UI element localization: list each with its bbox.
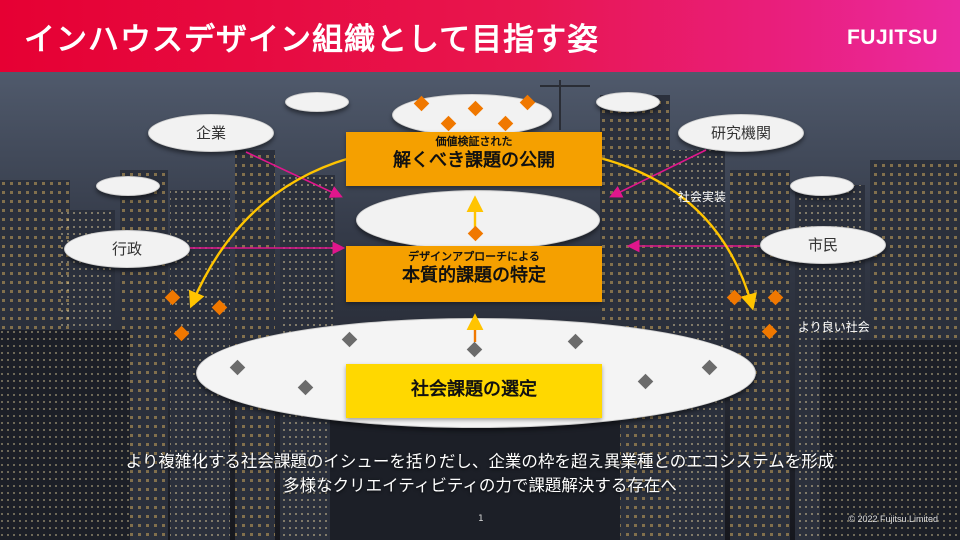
company-ellipse — [148, 114, 274, 152]
citizens-label: 市民 — [807, 236, 838, 254]
header-bar: インハウスデザイン組織として目指す姿 FUJITSU — [0, 0, 960, 72]
blank-ellipse — [596, 92, 660, 112]
essential-issues-label: 本質的課題の特定 — [402, 265, 546, 286]
social-implementation-note: 社会実装 — [678, 190, 727, 204]
social-issue-selection-label: 社会課題の選定 — [411, 379, 537, 400]
essential-issues-box: デザインアプローチによる 本質的課題の特定 — [346, 246, 602, 302]
company-arrow — [245, 151, 343, 198]
vision-line-1: より複雑化する社会課題のイシューを括りだし、企業の枠を超え異業種とのエコシステム… — [125, 452, 835, 471]
left-curve-arrow — [188, 156, 351, 309]
government-label: 行政 — [111, 240, 142, 258]
research-ellipse — [678, 114, 804, 152]
blank-ellipse — [96, 176, 160, 196]
government-ellipse — [64, 230, 190, 268]
research-arrow — [609, 149, 707, 198]
vision-statement: より複雑化する社会課題のイシューを括りだし、企業の枠を超え異業種とのエコシステム… — [0, 450, 960, 498]
research-label: 研究機関 — [710, 124, 771, 142]
right-curve-arrow — [599, 156, 757, 311]
vision-line-2: 多様なクリエイティビティの力で課題解決する存在へ — [283, 476, 677, 495]
better-society-note: より良い社会 — [798, 320, 870, 334]
citizens-ellipse — [760, 226, 886, 264]
blank-ellipse — [790, 176, 854, 196]
published-issues-box: 価値検証された 解くべき課題の公開 — [346, 132, 602, 186]
fujitsu-logo: FUJITSU — [846, 26, 938, 49]
published-issues-sublabel: 価値検証された — [435, 135, 513, 148]
slide-title: インハウスデザイン組織として目指す姿 — [24, 22, 600, 58]
copyright-notice: © 2022 Fujitsu Limited — [848, 514, 938, 524]
published-issues-label: 解くべき課題の公開 — [393, 150, 555, 171]
essential-issues-sublabel: デザインアプローチによる — [408, 250, 540, 263]
blank-ellipse — [285, 92, 349, 112]
social-issue-selection-box: 社会課題の選定 — [346, 364, 602, 418]
company-label: 企業 — [195, 124, 226, 142]
page-number: 1 — [478, 514, 484, 524]
